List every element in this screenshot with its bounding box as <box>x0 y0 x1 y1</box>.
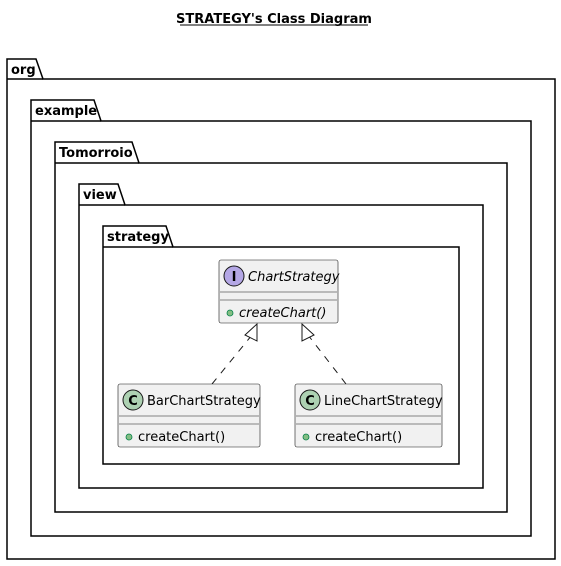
public-visibility-icon <box>302 433 310 441</box>
package-strategy: strategy <box>102 225 460 465</box>
package-view-label: view <box>83 188 117 203</box>
interface-badge-letter: I <box>232 270 237 285</box>
package-example-label: example <box>35 104 97 119</box>
realization-arrow-bar <box>211 322 258 385</box>
method-label: createChart() <box>239 306 326 321</box>
package-tomorroio: Tomorroio <box>54 141 508 513</box>
diagram-title: STRATEGY's Class Diagram <box>176 12 372 27</box>
package-example: example <box>30 99 532 537</box>
class-line-chart-strategy[interactable]: C LineChartStrategy createChart() <box>294 383 443 448</box>
class-name: LineChartStrategy <box>324 394 443 409</box>
class-box <box>218 259 339 324</box>
package-view: view <box>78 183 484 489</box>
class-badge-letter: C <box>128 394 138 409</box>
class-badge-letter: C <box>305 394 315 409</box>
realization-arrow-line <box>301 322 347 385</box>
class-box <box>117 383 261 448</box>
class-name: BarChartStrategy <box>147 394 261 409</box>
class-chart-strategy[interactable]: I ChartStrategy createChart() <box>218 259 340 324</box>
class-box <box>294 383 443 448</box>
method-label: createChart() <box>138 430 225 445</box>
class-badge-icon <box>122 389 144 411</box>
interface-badge-icon <box>223 265 245 287</box>
package-strategy-label: strategy <box>107 230 169 245</box>
public-visibility-icon <box>226 309 234 317</box>
method-label: createChart() <box>315 430 402 445</box>
package-tomorroio-label: Tomorroio <box>59 146 133 161</box>
class-badge-icon <box>299 389 321 411</box>
class-name: ChartStrategy <box>248 270 340 285</box>
package-org: org <box>6 58 556 560</box>
public-visibility-icon <box>125 433 133 441</box>
package-org-label: org <box>11 63 36 78</box>
class-bar-chart-strategy[interactable]: C BarChartStrategy createChart() <box>117 383 261 448</box>
